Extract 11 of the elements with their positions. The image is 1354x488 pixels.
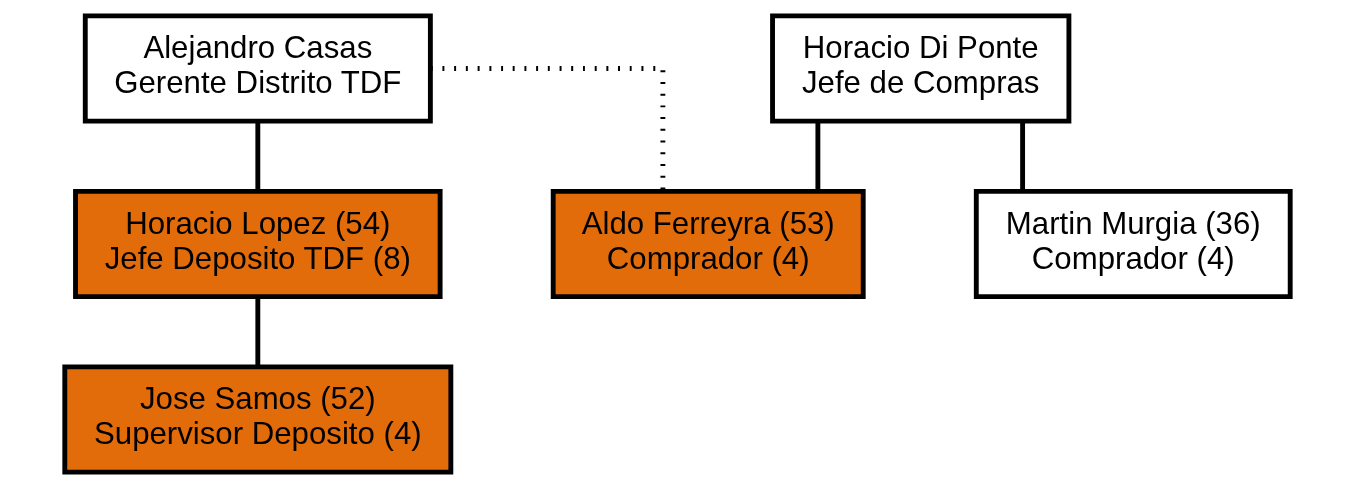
node-box: Horacio Lopez (54) Jefe Deposito TDF (8)	[72, 188, 443, 300]
node-box: Horacio Di Ponte Jefe de Compras	[769, 13, 1071, 124]
node-box: Alejandro Casas Gerente Distrito TDF	[82, 13, 433, 124]
node-box: Aldo Ferreyra (53) Comprador (4)	[550, 188, 866, 300]
connector	[254, 121, 260, 191]
connector	[430, 66, 665, 192]
node-box: Martin Murgia (36) Comprador (4)	[973, 188, 1293, 300]
connector	[254, 296, 260, 367]
connector	[814, 121, 820, 191]
node-box: Jose Samos (52) Supervisor Deposito (4)	[61, 364, 453, 475]
connector	[1019, 121, 1025, 191]
